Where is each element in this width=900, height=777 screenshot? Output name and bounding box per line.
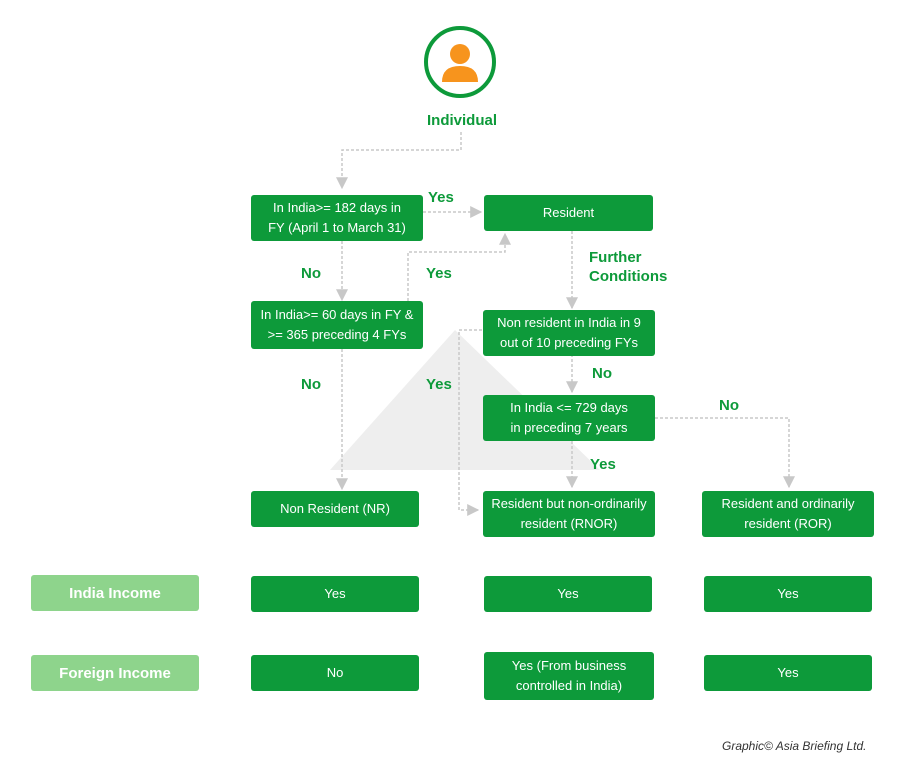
- node-non-resident-nr: Non Resident (NR): [251, 491, 419, 527]
- edge-label-yes-729: Yes: [590, 456, 616, 473]
- root-label: Individual: [426, 112, 497, 129]
- edge-label-yes-9of10: Yes: [426, 376, 452, 393]
- node-non-resident-9-of-10: Non resident in India in 9 out of 10 pre…: [483, 310, 655, 356]
- edge-label-yes-182: Yes: [428, 189, 454, 206]
- edge-q60-resident: [407, 232, 511, 301]
- node-resident: Resident: [484, 195, 653, 231]
- edge-q9of10-rnor: [458, 329, 482, 516]
- edge-label-no-182: No: [301, 265, 321, 282]
- edge-label-no-729: No: [719, 397, 739, 414]
- node-in-india-60-days: In India>= 60 days in FY & >= 365 preced…: [251, 301, 423, 349]
- row-label-india-income: India Income: [31, 575, 199, 611]
- edge-q729-ror: [655, 417, 795, 489]
- edge-label-no-9of10: No: [592, 365, 612, 382]
- edge-label-further-conditions: Further Conditions: [589, 249, 668, 285]
- cell-foreign-income-ror: Yes: [704, 655, 872, 691]
- graphic-credit: Graphic© Asia Briefing Ltd.: [722, 739, 867, 753]
- individual-avatar: [424, 26, 496, 98]
- cell-foreign-income-rnor: Yes (From business controlled in India): [484, 652, 654, 700]
- node-in-india-182-days: In India>= 182 days in FY (April 1 to Ma…: [251, 195, 423, 241]
- node-rnor: Resident but non-ordinarily resident (RN…: [483, 491, 655, 537]
- cell-india-income-ror: Yes: [704, 576, 872, 612]
- node-ror: Resident and ordinarily resident (ROR): [702, 491, 874, 537]
- cell-india-income-nr: Yes: [251, 576, 419, 612]
- edge-root-q182: [336, 132, 462, 190]
- edge-label-yes-60: Yes: [426, 265, 452, 282]
- cell-india-income-rnor: Yes: [484, 576, 652, 612]
- node-in-india-729-days: In India <= 729 days in preceding 7 year…: [483, 395, 655, 441]
- edge-label-no-60: No: [301, 376, 321, 393]
- row-label-foreign-income: Foreign Income: [31, 655, 199, 691]
- cell-foreign-income-nr: No: [251, 655, 419, 691]
- person-icon: [442, 44, 478, 82]
